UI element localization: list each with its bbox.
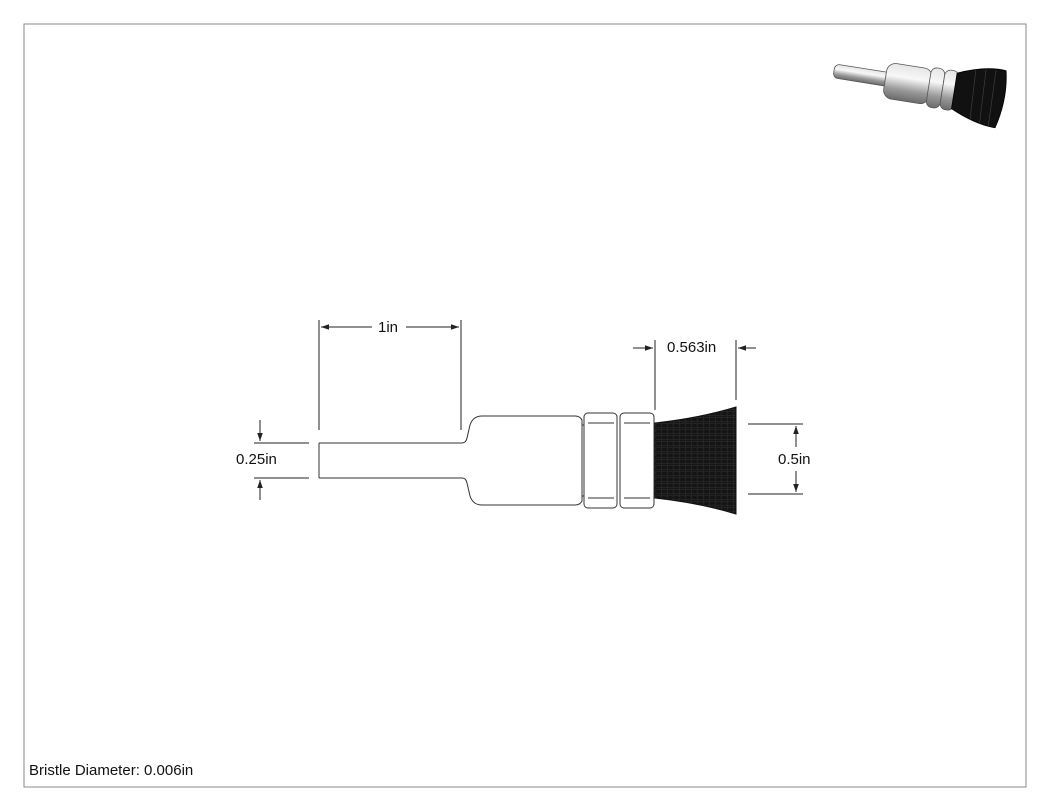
sheet-border bbox=[23, 23, 1027, 788]
ferrule-ring-2 bbox=[619, 412, 655, 509]
isometric-brush-icon bbox=[833, 63, 1007, 129]
shank-diameter-label: 0.25in bbox=[236, 451, 277, 468]
brush-side-view bbox=[318, 412, 655, 509]
ferrule-neck bbox=[574, 415, 583, 506]
brush-diameter-label: 0.5in bbox=[778, 451, 811, 468]
shank-outline-bottom bbox=[319, 477, 575, 506]
brush-length-label: 0.563in bbox=[667, 339, 717, 356]
bristle-tuft bbox=[654, 406, 737, 515]
dimension-brush-diameter bbox=[748, 423, 803, 495]
ferrule-ring-1 bbox=[583, 412, 618, 509]
shank-outline bbox=[319, 415, 575, 444]
dimension-shank-diameter bbox=[254, 420, 309, 500]
dimension-shank-length bbox=[318, 320, 462, 430]
dimension-brush-length bbox=[633, 340, 756, 410]
bristle-diameter-note: Bristle Diameter: 0.006in bbox=[29, 762, 194, 779]
shank-length-label: 1in bbox=[378, 319, 399, 336]
